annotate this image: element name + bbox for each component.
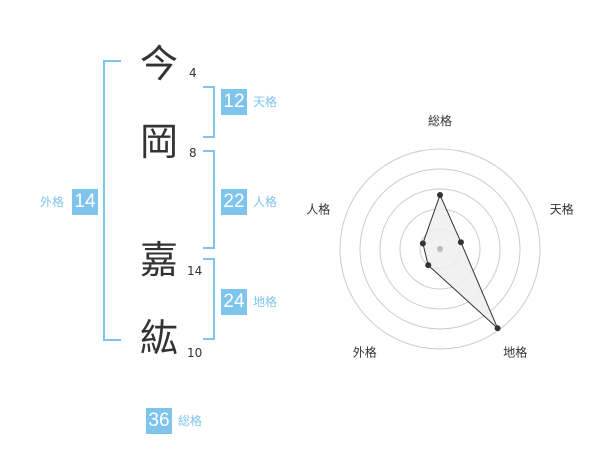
- radar-point-3: [494, 325, 501, 332]
- gaikaku-bracket: [103, 60, 121, 341]
- radar-point-2: [457, 239, 464, 246]
- stroke-count-2: 8: [189, 146, 197, 160]
- stroke-count-1: 4: [189, 66, 197, 80]
- radar-center-dot: [437, 246, 443, 252]
- radar-ring-3: [379, 188, 501, 310]
- name-char-2: 岡: [139, 120, 178, 164]
- soukaku-label: 総格: [178, 414, 203, 428]
- chikaku-value: 24: [221, 289, 247, 315]
- jinkaku-value: 22: [221, 189, 247, 215]
- radar-axis-label-5: 人格: [306, 201, 330, 216]
- radar-axis-label-2: 天格: [550, 201, 574, 216]
- gaikaku-label: 外格: [40, 195, 65, 209]
- radar-polygon: [422, 193, 499, 329]
- radar-axis-label-3: 地格: [503, 345, 527, 360]
- radar-point-4: [425, 262, 432, 269]
- tenkaku-value: 12: [221, 89, 247, 115]
- stroke-count-4: 10: [187, 346, 203, 360]
- name-char-3: 嘉: [139, 238, 178, 282]
- jinkaku-label: 人格: [253, 195, 278, 209]
- tenkaku-label: 天格: [253, 95, 278, 109]
- radar-ring-4: [359, 168, 521, 330]
- chikaku-bracket: [203, 258, 215, 340]
- radar-point-1: [437, 192, 443, 198]
- radar-ring-5: [339, 148, 541, 350]
- name-char-1: 今: [139, 42, 178, 86]
- jinkaku-bracket: [203, 150, 215, 249]
- gaikaku-value: 14: [72, 189, 98, 215]
- name-char-4: 紘: [139, 316, 178, 360]
- chikaku-label: 地格: [253, 295, 278, 309]
- stroke-count-3: 14: [187, 264, 203, 278]
- radar-point-5: [419, 240, 426, 247]
- radar-axis-label-4: 外格: [353, 345, 377, 360]
- soukaku-value: 36: [146, 408, 172, 434]
- tenkaku-bracket: [203, 86, 215, 138]
- radar-axis-label-1: 総格: [428, 113, 452, 128]
